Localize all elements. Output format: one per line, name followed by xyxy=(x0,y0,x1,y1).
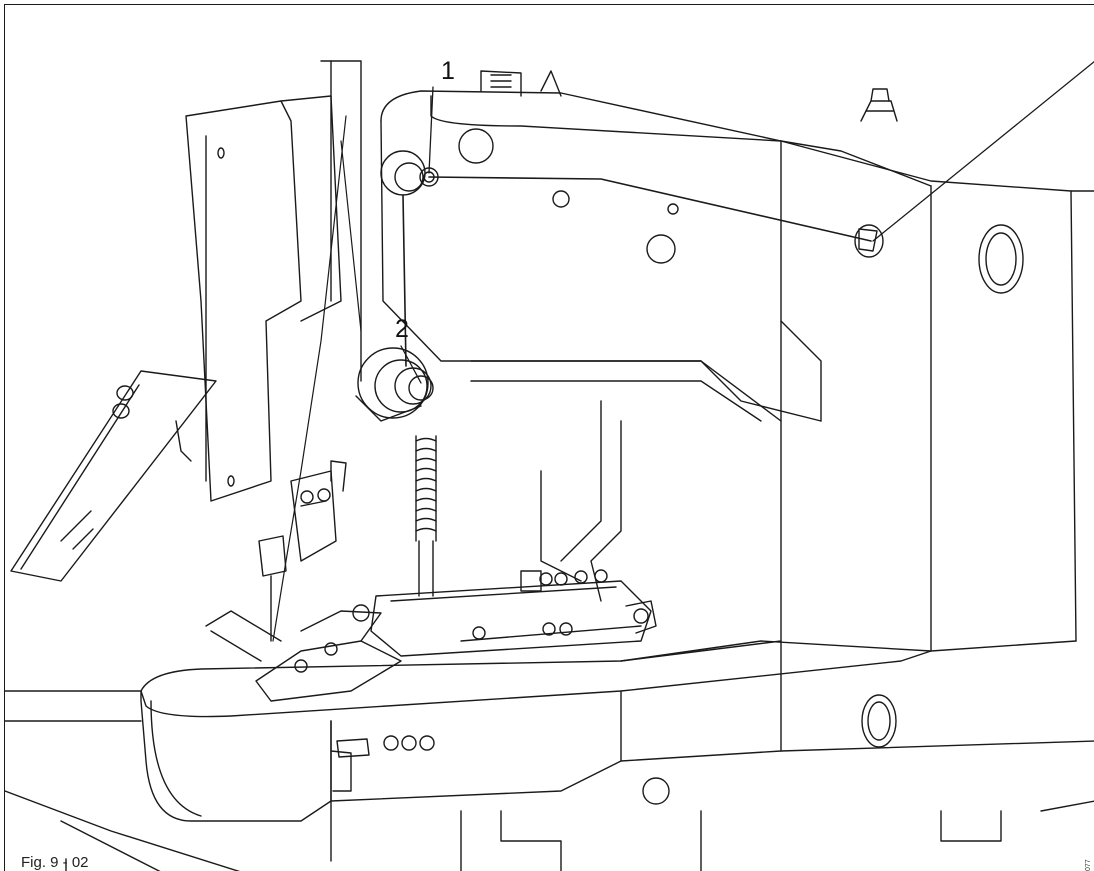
thread-guide-right xyxy=(854,224,884,258)
callout-leaders xyxy=(400,60,1094,384)
figure-reference-code: 077 xyxy=(1085,859,1092,871)
leader-line-2 xyxy=(400,345,422,384)
top-mechanism xyxy=(480,70,898,122)
coil-spring xyxy=(415,435,437,597)
head-cover xyxy=(185,60,362,502)
side-cover-plate xyxy=(10,370,217,582)
leader-line-guide xyxy=(872,60,1094,242)
table-outline xyxy=(5,690,1094,871)
callout-label-1: 1 xyxy=(441,57,455,85)
machine-arm xyxy=(380,90,1094,662)
needle-assembly xyxy=(258,460,347,642)
clamp-plate xyxy=(370,569,657,657)
presser-foot xyxy=(205,604,402,702)
leader-line-1 xyxy=(428,86,434,174)
machine-bed xyxy=(140,640,1094,862)
thread-path xyxy=(272,115,872,642)
sewing-machine-drawing xyxy=(5,60,1094,871)
arm-plugs xyxy=(458,128,1024,805)
callout-label-2: 2 xyxy=(395,315,409,343)
figure-frame: 1 2 Fig. 9 - 02 077 xyxy=(4,4,1094,871)
thread-tension-lower xyxy=(355,347,434,422)
figure-caption: Fig. 9 - 02 xyxy=(21,854,89,871)
